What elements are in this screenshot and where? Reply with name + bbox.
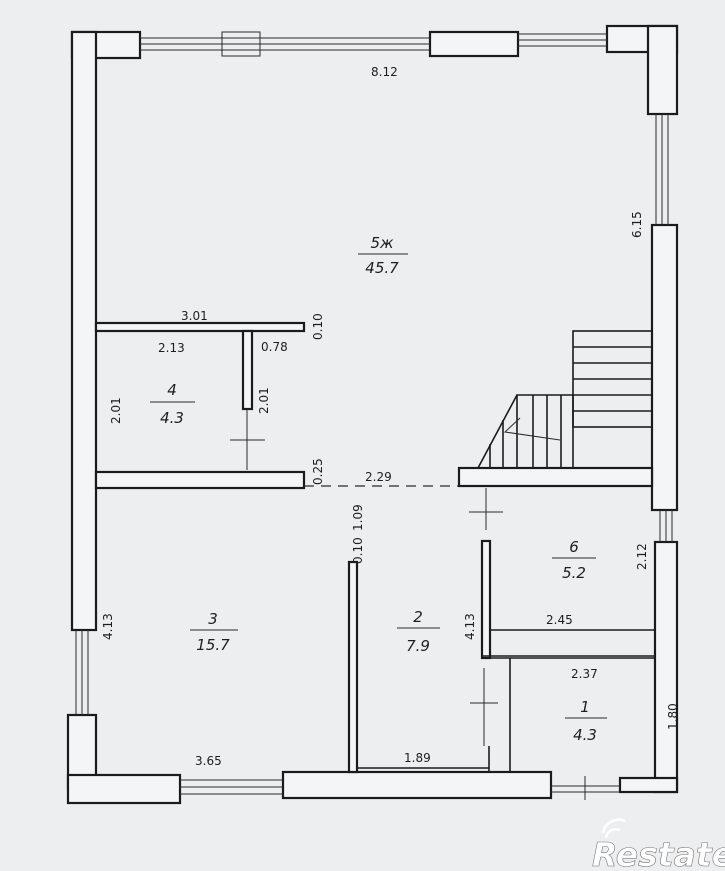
windows (75, 31, 673, 795)
watermark-logo: Restate (592, 818, 725, 871)
dim-room3-width: 3.65 (195, 754, 222, 768)
dim-hall-depth: 1.09 (351, 504, 365, 531)
dim-partition-top: 3.01 (181, 309, 208, 323)
room-3-number: 3 (208, 610, 218, 628)
room-4-number: 4 (167, 381, 177, 399)
room-2-area: 7.9 (406, 637, 430, 655)
room-2-number: 2 (413, 608, 423, 626)
dim-room4-wall: 0.25 (311, 458, 325, 485)
dim-room4-door: 0.78 (261, 340, 288, 354)
room-labels: 5ж 45.7 4 4.3 3 15.7 2 7.9 6 5.2 1 4.3 (150, 234, 607, 744)
dim-room6-height: 2.12 (635, 543, 649, 570)
interior-walls (94, 321, 655, 800)
room-4-area: 4.3 (160, 409, 184, 427)
room-6-area: 5.2 (562, 564, 586, 582)
staircase (477, 330, 653, 469)
dim-room4-inner: 2.01 (257, 387, 271, 414)
dim-room6-width: 2.45 (546, 613, 573, 627)
dim-top-width: 8.12 (371, 65, 398, 79)
dim-room4-width: 2.13 (158, 341, 185, 355)
room-5-number: 5ж (370, 234, 394, 252)
watermark-text: Restate (592, 835, 725, 871)
dimension-labels: 8.12 6.15 3.01 0.10 2.13 0.78 2.01 2.01 … (101, 65, 680, 768)
room-1-area: 4.3 (573, 726, 597, 744)
room-1-number: 1 (580, 698, 590, 716)
dim-room1-width: 2.37 (571, 667, 598, 681)
dim-room2-width: 1.89 (404, 751, 431, 765)
dim-room3-height: 4.13 (101, 613, 115, 640)
dim-partition-thick: 0.10 (311, 313, 325, 340)
room-5-area: 45.7 (365, 259, 399, 277)
room-3-area: 15.7 (196, 636, 230, 654)
dim-hall-wall: 0.10 (351, 537, 365, 564)
dim-right-upper: 6.15 (630, 211, 644, 238)
dim-room1-height: 1.80 (666, 703, 680, 730)
room-6-number: 6 (569, 538, 579, 556)
dim-room4-height: 2.01 (109, 397, 123, 424)
dim-room2-height: 4.13 (463, 613, 477, 640)
dim-hall-width: 2.29 (365, 470, 392, 484)
outer-walls (66, 24, 679, 805)
